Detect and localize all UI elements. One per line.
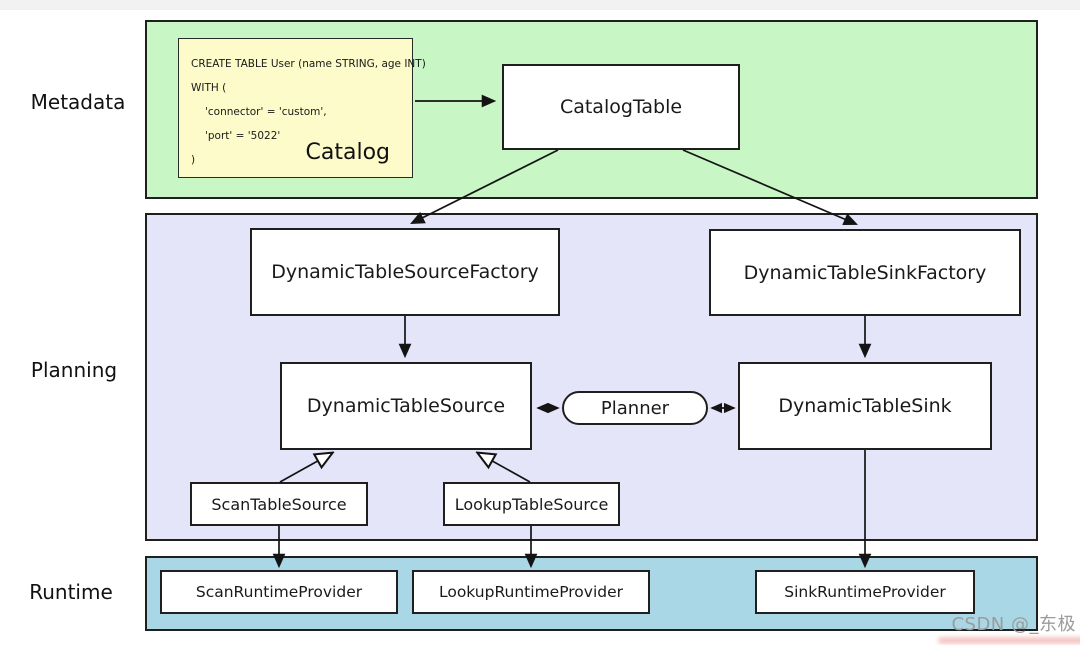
node-dynamic-table-source-factory: DynamicTableSourceFactory <box>250 228 560 316</box>
node-lookup-table-source: LookupTableSource <box>443 482 620 526</box>
blurred-url-strip <box>938 637 1080 644</box>
node-dynamic-table-sink-factory: DynamicTableSinkFactory <box>709 229 1021 316</box>
ddl-line: CREATE TABLE User (name STRING, age INT) <box>191 58 426 70</box>
node-planner: Planner <box>562 391 708 425</box>
ddl-line: 'connector' = 'custom', <box>205 106 327 118</box>
node-dynamic-table-source: DynamicTableSource <box>280 362 532 450</box>
metadata-label: Metadata <box>30 90 126 114</box>
top-strip <box>0 0 1080 10</box>
node-dynamic-table-sink: DynamicTableSink <box>738 362 992 450</box>
ddl-line: WITH ( <box>191 82 227 94</box>
planning-label: Planning <box>30 358 118 382</box>
node-scan-runtime-provider: ScanRuntimeProvider <box>160 570 398 614</box>
catalog-box: CREATE TABLE User (name STRING, age INT)… <box>178 38 426 178</box>
node-catalog-table: CatalogTable <box>502 64 740 150</box>
node-lookup-runtime-provider: LookupRuntimeProvider <box>412 570 650 614</box>
runtime-label: Runtime <box>29 580 113 604</box>
node-scan-table-source: ScanTableSource <box>190 482 368 526</box>
ddl-line: 'port' = '5022' <box>205 130 281 142</box>
ddl-line: ) <box>191 154 196 166</box>
csdn-watermark: CSDN @_东极 <box>951 614 1076 635</box>
catalog-title: Catalog <box>305 140 391 165</box>
node-sink-runtime-provider: SinkRuntimeProvider <box>755 570 975 614</box>
